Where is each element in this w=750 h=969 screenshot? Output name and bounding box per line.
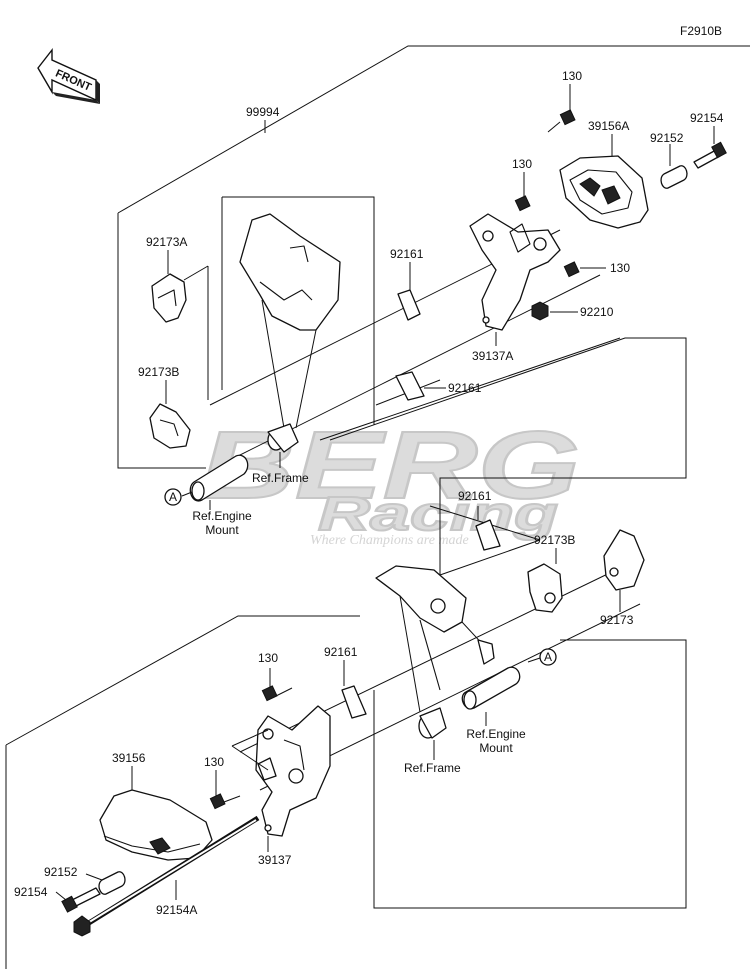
label-clamp-bottom: 92173 <box>600 613 634 627</box>
watermark-tagline: Where Champions are made <box>310 533 469 548</box>
label-bolt-130: 130 <box>258 651 278 665</box>
label-pad-bottom: 92161 <box>324 645 358 659</box>
bolt-130-icon <box>514 195 531 212</box>
label-bolt-top: 92154 <box>690 111 724 125</box>
top-assembly <box>117 45 750 575</box>
label-bolt-130: 130 <box>204 755 224 769</box>
bottom-assembly <box>5 505 687 969</box>
watermark-brand: BERG <box>200 412 580 519</box>
callout-labels: 99994 130 39156A 92154 92152 130 92173A … <box>14 69 724 917</box>
label-bracket-bottom: 39137 <box>258 853 292 867</box>
label-bolt-bottom: 92154 <box>14 885 48 899</box>
label-spacer-top: 92152 <box>650 131 684 145</box>
callout-a-top: A <box>169 490 177 504</box>
label-spacer-bottom: 92152 <box>44 865 78 879</box>
label-clamp-b-bottom: 92173B <box>534 533 575 547</box>
front-arrow-icon: FRONT <box>37 47 100 104</box>
label-clamp-b-top: 92173B <box>138 365 179 379</box>
bolt-130-icon <box>209 793 241 810</box>
label-rod-bottom: 92154A <box>156 903 197 917</box>
label-pad-bottom: 92161 <box>458 489 492 503</box>
label-bolt-130: 130 <box>610 261 630 275</box>
watermark: BERG Racing Where Champions are made <box>199 411 581 548</box>
bolt-130-icon <box>547 109 576 133</box>
callout-a-bottom: A <box>544 650 552 664</box>
label-ref-frame-bottom: Ref.Frame <box>404 761 461 775</box>
label-ref-frame-top: Ref.Frame <box>252 471 309 485</box>
label-nut-top: 92210 <box>580 305 614 319</box>
label-bolt-130: 130 <box>562 69 582 83</box>
label-slider-top: 39156A <box>588 119 629 133</box>
label-bracket-top: 39137A <box>472 349 513 363</box>
watermark-subbrand: Racing <box>318 488 558 541</box>
label-pad-top: 92161 <box>390 247 424 261</box>
label-bolt-130: 130 <box>512 157 532 171</box>
figure-code: F2910B <box>680 24 722 38</box>
bolt-130-icon <box>563 261 580 278</box>
label-kit: 99994 <box>246 105 280 119</box>
bolt-130-icon <box>261 685 293 702</box>
label-slider-bottom: 39156 <box>112 751 146 765</box>
label-pad-top: 92161 <box>448 381 482 395</box>
label-clamp-a: 92173A <box>146 235 187 249</box>
